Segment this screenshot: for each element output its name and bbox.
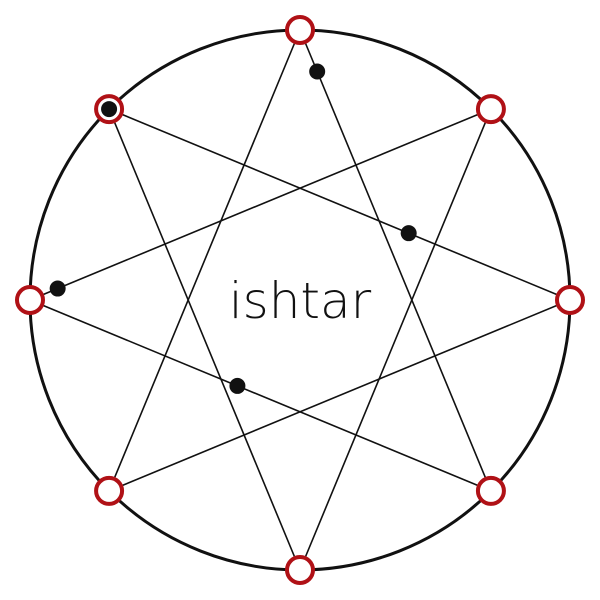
edge-markers: [49, 63, 417, 394]
edge-marker-2: [229, 377, 246, 394]
center-label: ishtar: [229, 272, 372, 330]
star-line-6-1: [29, 108, 492, 301]
vertex-node-6: [15, 285, 45, 315]
star-line-3-6: [29, 299, 492, 492]
star-line-5-0: [108, 29, 301, 492]
star-line-2-5: [108, 299, 571, 492]
vertex-node-1: [475, 94, 506, 125]
vertex-node-5: [94, 475, 125, 506]
edge-marker-3: [49, 280, 66, 297]
vertex-node-4: [285, 555, 315, 585]
star-line-0-3: [299, 29, 492, 492]
edge-marker-4: [101, 101, 118, 118]
star-line-7-2: [108, 108, 571, 301]
star-lines: [29, 29, 571, 571]
vertex-node-0: [285, 15, 315, 45]
edge-marker-0: [309, 63, 326, 80]
star-line-4-7: [108, 108, 301, 571]
vertex-node-2: [555, 285, 585, 315]
edge-marker-1: [400, 225, 417, 242]
star-line-1-4: [299, 108, 492, 571]
vertex-node-3: [475, 475, 506, 506]
